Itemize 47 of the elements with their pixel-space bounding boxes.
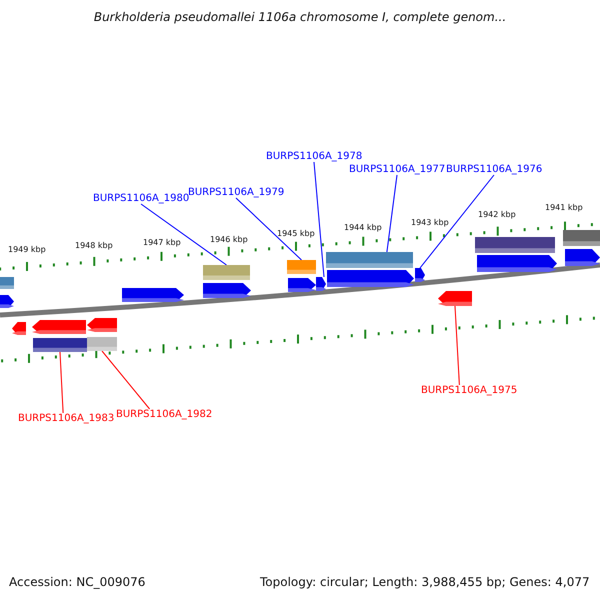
leader-line [60,352,64,414]
gene-block [87,318,117,332]
gene-label: BURPS1106A_1976 [446,164,542,175]
gene-label: BURPS1106A_1977 [349,164,446,175]
tick-label: 1941 kbp [545,203,583,212]
genome-summary-text: Topology: circular; Length: 3,988,455 bp; Genes: 4,077 [260,575,590,589]
tick-label: 1943 kbp [411,218,449,227]
gene-label: BURPS1106A_1979 [188,187,284,198]
accession-text: Accession: NC_009076 [9,575,146,589]
gene-block [287,260,316,274]
gene-block [87,337,117,351]
leader-line [102,350,150,410]
title: Burkholderia pseudomallei 1106a chromosome I, complete genom... [92,10,508,24]
gene-block [477,255,557,272]
leader-line [140,204,227,266]
leader-line [454,306,460,386]
tick-label: 1946 kbp [210,235,248,244]
gene-block [32,320,86,334]
leader-line [236,198,302,260]
gene-block [12,322,26,335]
gene-label: BURPS1106A_1978 [266,151,362,162]
gene-block [33,338,87,352]
gene-block [316,277,326,291]
gene-label: BURPS1106A_1980 [93,193,190,204]
gene-block [563,230,600,246]
leader-line [314,162,324,278]
gene-label: BURPS1106A_1975 [421,385,518,396]
gene-block [0,277,14,289]
gene-block [415,268,425,282]
tick-label: 1949 kbp [8,245,46,254]
gene-label: BURPS1106A_1982 [116,409,212,420]
leader-line [386,174,398,252]
tick-label: 1942 kbp [478,210,516,219]
gene-label: BURPS1106A_1983 [18,413,114,424]
gene-block [122,288,184,302]
gene-block [438,291,472,306]
tick-label: 1944 kbp [344,223,382,232]
gene-block [475,237,555,253]
gene-block [326,252,413,268]
gene-block [0,295,14,308]
gene-block [203,283,251,298]
tick-label: 1948 kbp [75,241,113,250]
gene-block [203,265,250,280]
leader-line [420,174,494,268]
tick-label: 1945 kbp [277,229,315,238]
tick-label: 1947 kbp [143,238,181,247]
gene-block [565,249,600,266]
